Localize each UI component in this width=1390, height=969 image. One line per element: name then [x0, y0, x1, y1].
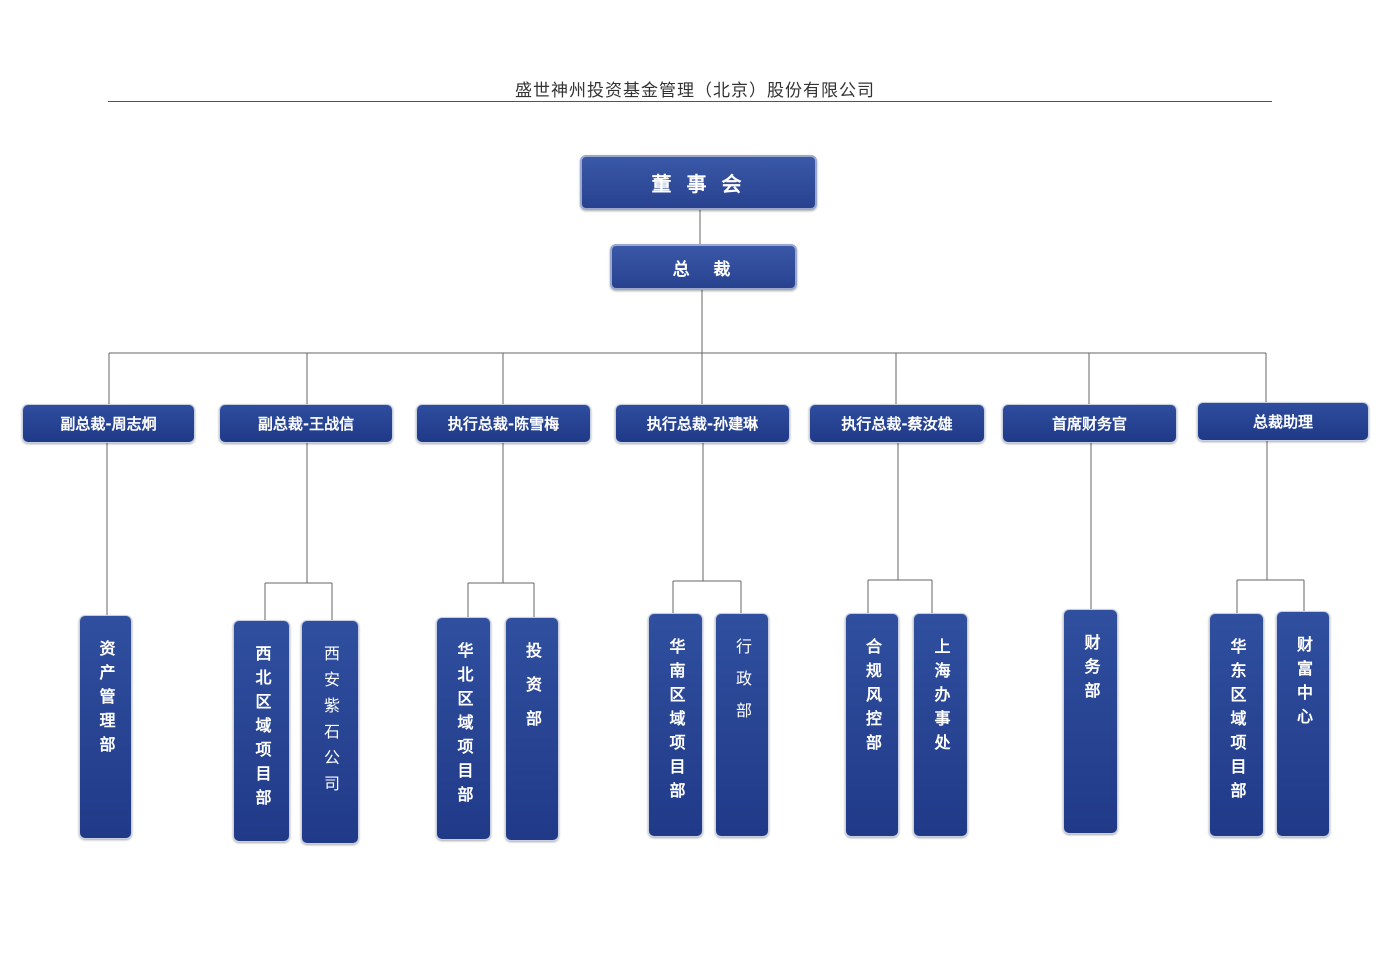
- dept-label: 行政部: [733, 638, 752, 734]
- exec-label: 执行总裁-蔡汝雄: [841, 415, 953, 433]
- exec-box-5: 执行总裁-蔡汝雄: [809, 404, 985, 443]
- exec-box-7: 总裁助理: [1197, 402, 1369, 441]
- dept-label: 西北区域项目部: [252, 645, 272, 813]
- dept-label: 华北区域项目部: [454, 642, 474, 810]
- president-box: 总 裁: [610, 244, 797, 290]
- dept-label: 财富中心: [1294, 636, 1313, 732]
- header-divider: [108, 101, 1272, 102]
- dept-box-xian-zishi: 西安紫石公司: [301, 620, 359, 844]
- dept-box-compliance-risk: 合规风控部: [845, 613, 899, 837]
- dept-label: 财务部: [1081, 634, 1101, 706]
- dept-box-finance: 财务部: [1063, 609, 1118, 834]
- dept-box-east-china-projects: 华东区域项目部: [1209, 613, 1264, 837]
- dept-label: 投资部: [523, 642, 542, 744]
- dept-box-investment: 投资部: [505, 617, 559, 841]
- board-label: 董 事 会: [651, 172, 746, 196]
- exec-box-4: 执行总裁-孙建琳: [615, 404, 790, 443]
- dept-label: 华南区域项目部: [666, 638, 686, 806]
- dept-box-asset-management: 资产管理部: [79, 615, 132, 839]
- dept-box-north-china-projects: 华北区域项目部: [436, 617, 491, 840]
- exec-box-6: 首席财务官: [1002, 404, 1177, 443]
- exec-label: 首席财务官: [1051, 415, 1127, 433]
- exec-box-1: 副总裁-周志炯: [22, 404, 195, 443]
- company-title: 盛世神州投资基金管理（北京）股份有限公司: [515, 81, 875, 101]
- dept-box-administration: 行政部: [715, 613, 769, 837]
- exec-label: 总裁助理: [1252, 413, 1313, 431]
- dept-label: 资产管理部: [96, 640, 116, 760]
- board-of-directors-box: 董 事 会: [580, 155, 817, 210]
- dept-box-south-china-projects: 华南区域项目部: [648, 613, 703, 837]
- exec-label: 副总裁-周志炯: [60, 415, 157, 433]
- exec-box-3: 执行总裁-陈雪梅: [416, 404, 591, 443]
- dept-label: 华东区域项目部: [1227, 638, 1247, 806]
- dept-box-wealth-center: 财富中心: [1276, 611, 1330, 837]
- exec-box-2: 副总裁-王战信: [219, 404, 393, 443]
- dept-box-northwest-projects: 西北区域项目部: [233, 620, 290, 842]
- exec-label: 执行总裁-陈雪梅: [447, 415, 560, 433]
- dept-box-shanghai-office: 上海办事处: [913, 613, 968, 837]
- exec-label: 执行总裁-孙建琳: [646, 415, 759, 433]
- dept-label: 西安紫石公司: [321, 645, 340, 801]
- dept-label: 合规风控部: [863, 638, 882, 758]
- president-label: 总 裁: [672, 259, 735, 280]
- dept-label: 上海办事处: [931, 638, 951, 758]
- exec-label: 副总裁-王战信: [257, 415, 355, 433]
